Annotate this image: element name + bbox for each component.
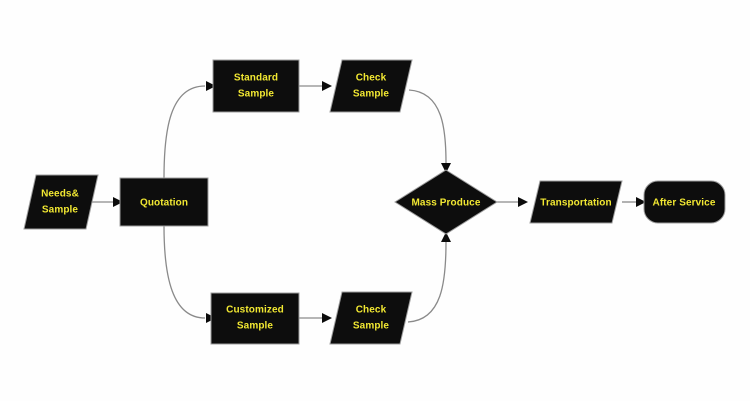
node-standard-sample-label-line2: Sample (238, 89, 275, 100)
edge-transportation-to-after-service (622, 197, 646, 207)
node-customized-sample-label-line1: Customized (226, 305, 284, 316)
node-check-sample-bottom-label-line1: Check (356, 305, 387, 316)
node-check-sample-bottom[interactable]: Check Sample (329, 291, 413, 345)
node-needs-sample-label-line1: Needs& (41, 189, 79, 200)
node-needs-sample[interactable]: Needs& Sample (23, 174, 99, 230)
node-standard-sample-label-line1: Standard (234, 73, 278, 84)
node-customized-sample[interactable]: Customized Sample (210, 292, 300, 345)
edge-standard-sample-to-check-sample-top (299, 81, 332, 91)
edge-quotation-to-customized-sample (163, 225, 216, 323)
node-check-sample-top-label-line1: Check (356, 73, 387, 84)
edge-check-sample-top-to-mass-produce (408, 89, 451, 173)
edge-quotation-to-standard-sample (163, 81, 216, 179)
edge-needs-sample-to-quotation (92, 197, 123, 207)
node-needs-sample-label-line2: Sample (42, 205, 79, 216)
edge-layer (92, 81, 646, 323)
node-after-service-label: After Service (653, 198, 716, 209)
node-mass-produce[interactable]: Mass Produce (394, 169, 498, 235)
node-check-sample-bottom-label-line2: Sample (353, 321, 390, 332)
node-after-service[interactable]: After Service (643, 180, 726, 224)
node-transportation-label: Transportation (540, 198, 611, 209)
edge-customized-sample-to-check-sample-bottom (299, 313, 332, 323)
node-check-sample-top[interactable]: Check Sample (329, 59, 413, 113)
edge-check-sample-bottom-to-mass-produce (407, 232, 451, 323)
node-transportation[interactable]: Transportation (529, 180, 623, 224)
node-standard-sample[interactable]: Standard Sample (212, 59, 300, 113)
edge-mass-produce-to-transportation (497, 197, 528, 207)
node-quotation-label: Quotation (140, 198, 188, 209)
node-check-sample-top-label-line2: Sample (353, 89, 390, 100)
node-customized-sample-label-line2: Sample (237, 321, 274, 332)
node-quotation[interactable]: Quotation (119, 177, 209, 227)
node-mass-produce-label: Mass Produce (411, 198, 480, 209)
